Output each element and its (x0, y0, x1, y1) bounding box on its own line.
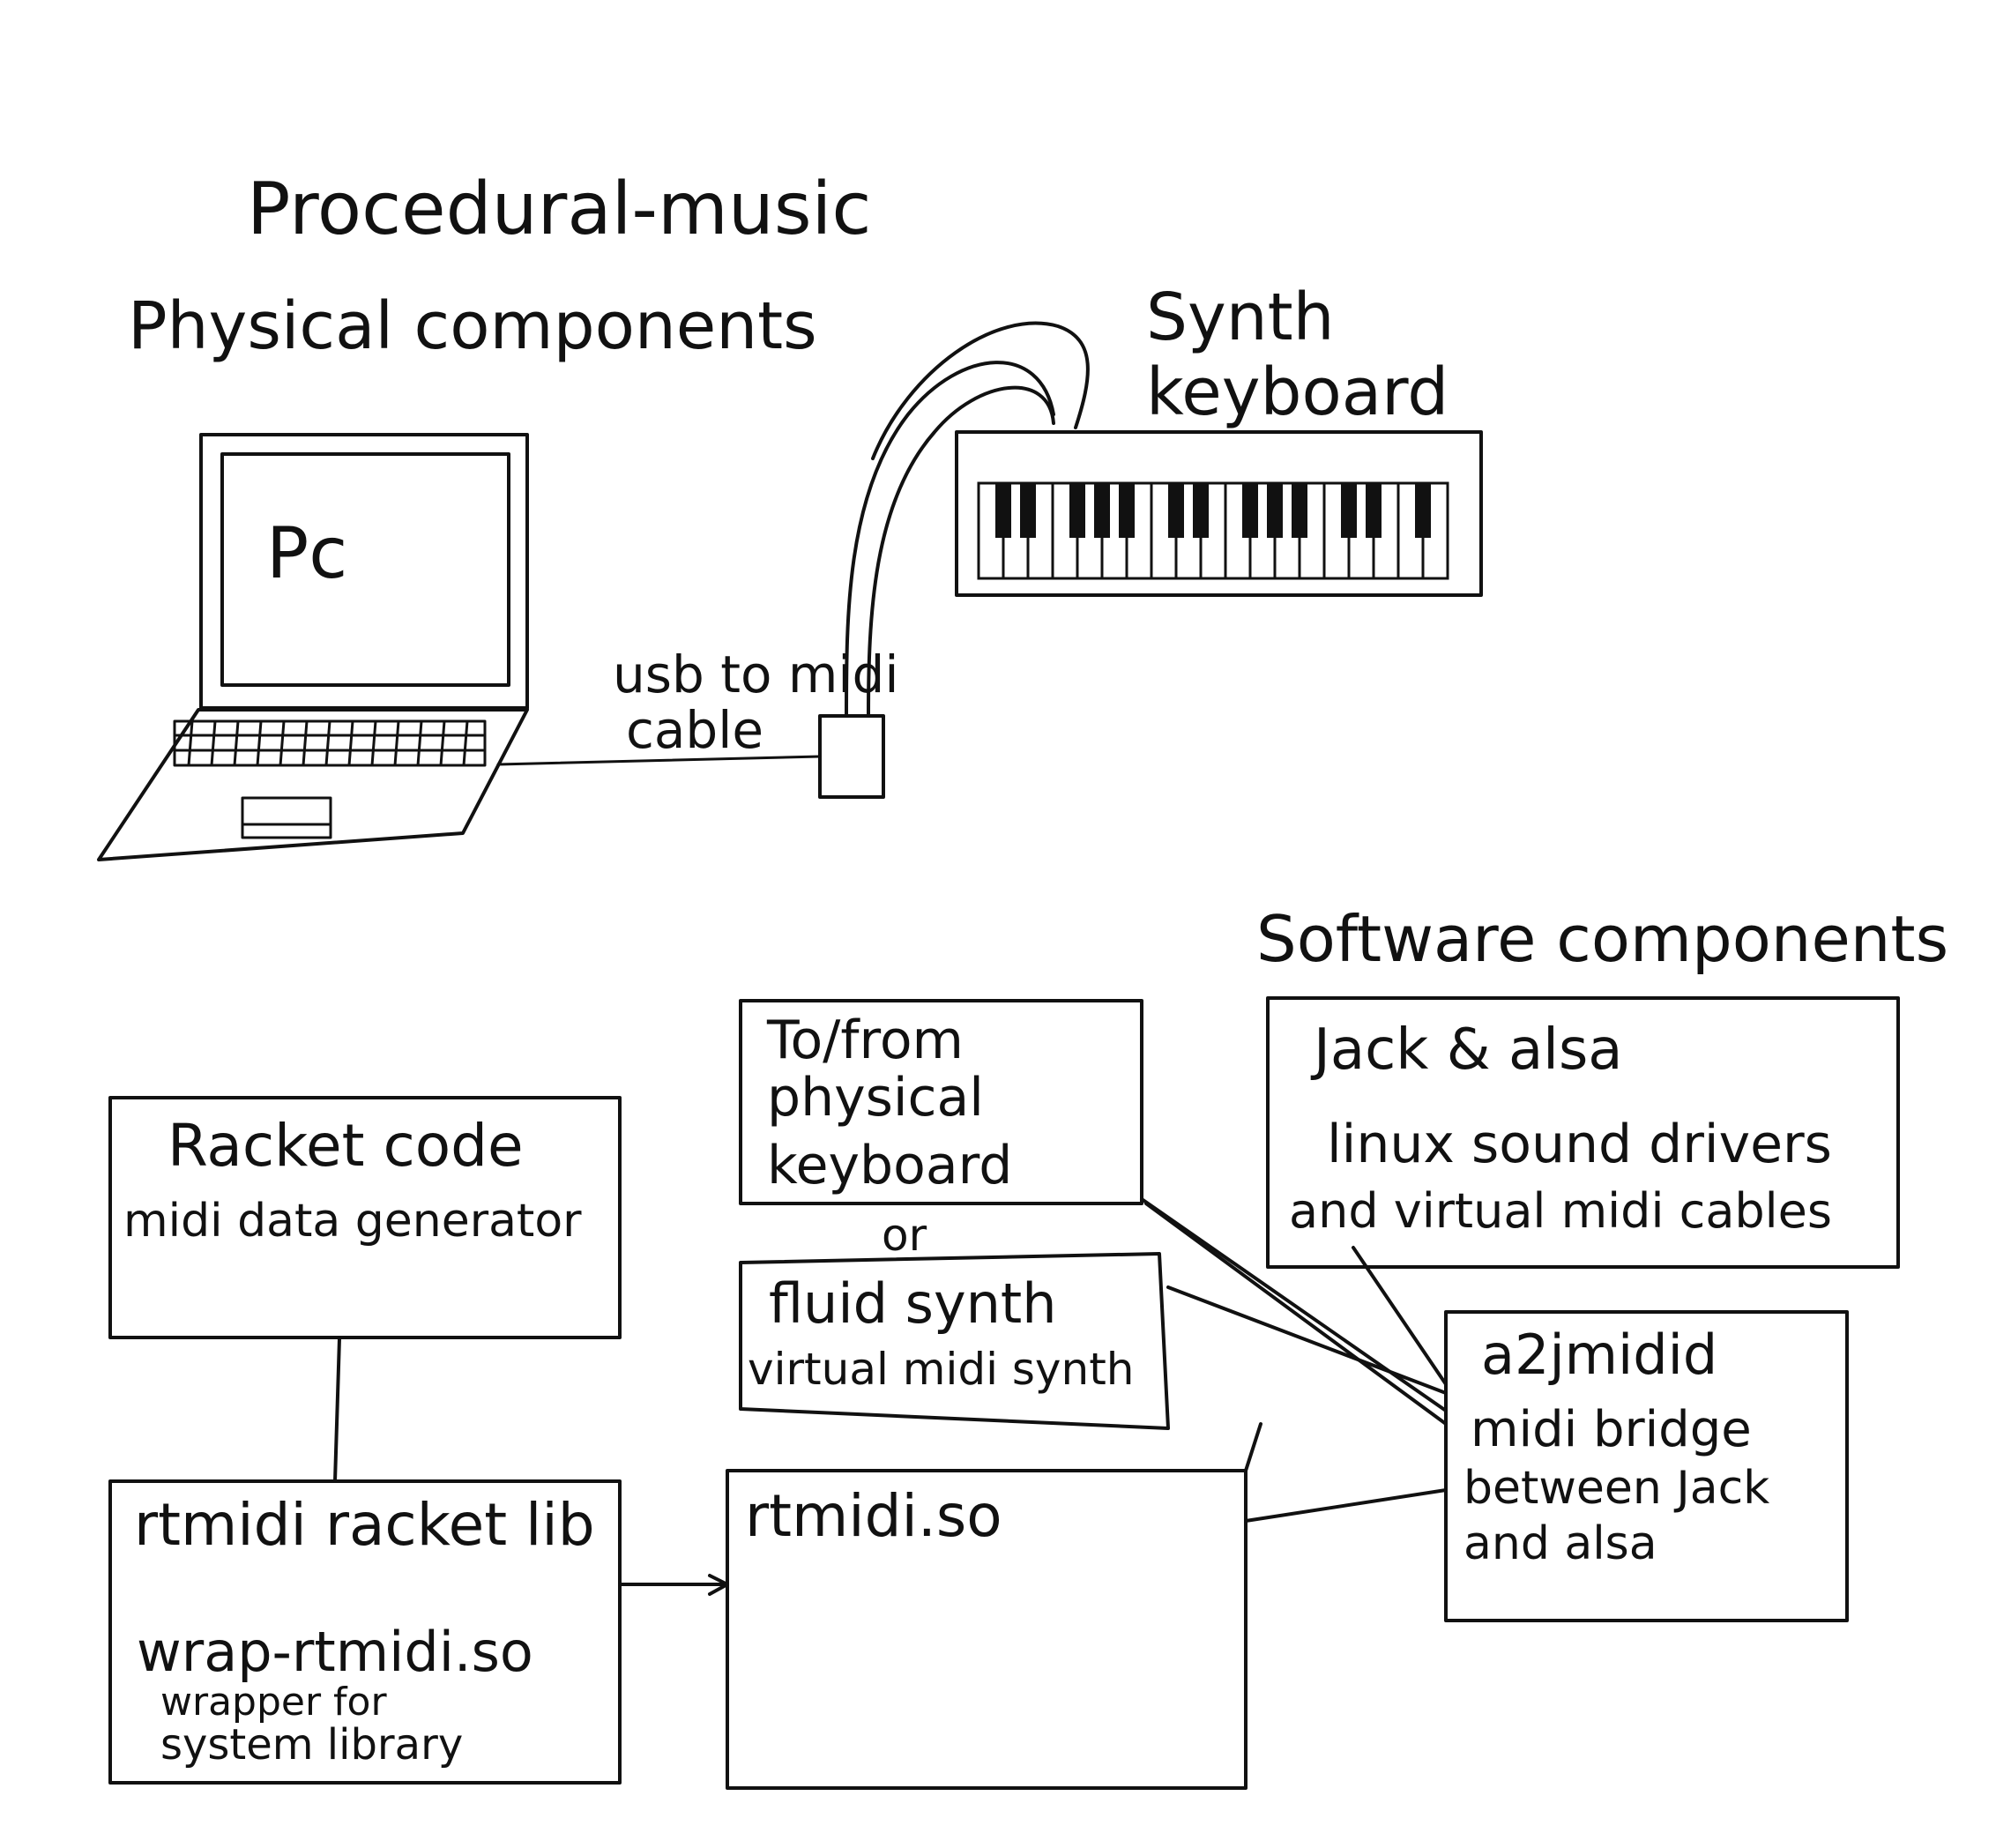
racket-box-line2: midi data generator (123, 1195, 582, 1248)
black-key (1242, 483, 1258, 538)
synth-keyboard-icon (955, 430, 1483, 597)
software-heading: Software components (1256, 902, 1948, 976)
a2j-line1: a2jmidid (1481, 1323, 1717, 1387)
black-key (1341, 483, 1357, 538)
midi-cable-line (845, 361, 1055, 718)
racket-box-line1: Racket code (168, 1112, 524, 1180)
rtmidi-lib-line1: rtmidi racket lib (134, 1491, 595, 1559)
black-key (1415, 483, 1431, 538)
keyboard-label-line1: Synth (1146, 279, 1335, 355)
physical-kb-line1: To/from (766, 1010, 964, 1071)
jack-line2: linux sound drivers (1327, 1114, 1832, 1175)
rtmidi-lib-line2: wrap-rtmidi.so (137, 1620, 533, 1684)
black-key (1119, 483, 1135, 538)
black-key (1020, 483, 1036, 538)
laptop-label: Pc (266, 512, 347, 594)
black-key (1094, 483, 1110, 538)
jack-alsa-box: Jack & alsa linux sound drivers and virt… (1266, 996, 1900, 1269)
rtmidi-racket-lib-box: rtmidi racket lib wrap-rtmidi.so wrapper… (108, 1479, 622, 1785)
jack-line3: and virtual midi cables (1289, 1183, 1832, 1239)
black-key (1069, 483, 1085, 538)
jack-line1: Jack & alsa (1310, 1017, 1623, 1083)
rtmidi-so-line1: rtmidi.so (745, 1482, 1002, 1550)
physical-heading: Physical components (128, 288, 817, 364)
cable-label-line2: cable (626, 700, 763, 760)
black-key (995, 483, 1011, 538)
fluid-line1: fluid synth (769, 1271, 1057, 1336)
rtmidi-so-box: rtmidi.so (726, 1469, 1248, 1790)
racket-code-box: Racket code midi data generator (108, 1096, 622, 1339)
laptop-icon (97, 433, 529, 861)
rtmidi-lib-line4: system library (160, 1720, 463, 1770)
black-key (1267, 483, 1283, 538)
physical-kb-line3: keyboard (767, 1135, 1012, 1196)
or-label: or (882, 1210, 927, 1261)
fluid-line2: virtual midi synth (748, 1344, 1135, 1395)
a2j-line3: between Jack (1463, 1462, 1769, 1515)
a2jmidid-box: a2jmidid midi bridge between Jack and al… (1444, 1310, 1849, 1622)
diagram-title: Procedural-music (247, 168, 871, 251)
usb-cable-line (496, 755, 822, 766)
black-key (1168, 483, 1184, 538)
connector-lines (333, 1197, 1448, 1596)
black-key (1292, 483, 1307, 538)
fluid-synth-box: fluid synth virtual midi synth (739, 1252, 1170, 1430)
a2j-line4: and alsa (1463, 1517, 1657, 1570)
usb-midi-adapter (818, 714, 885, 799)
black-key (1193, 483, 1209, 538)
a2j-line2: midi bridge (1471, 1401, 1752, 1458)
keyboard-label-line2: keyboard (1146, 354, 1449, 430)
physical-keyboard-box: To/from physical keyboard (739, 999, 1143, 1205)
rtmidi-lib-line3: wrapper for (160, 1680, 387, 1725)
cable-label-line1: usb to midi (613, 645, 898, 704)
physical-kb-line2: physical (767, 1067, 984, 1129)
black-key (1366, 483, 1382, 538)
